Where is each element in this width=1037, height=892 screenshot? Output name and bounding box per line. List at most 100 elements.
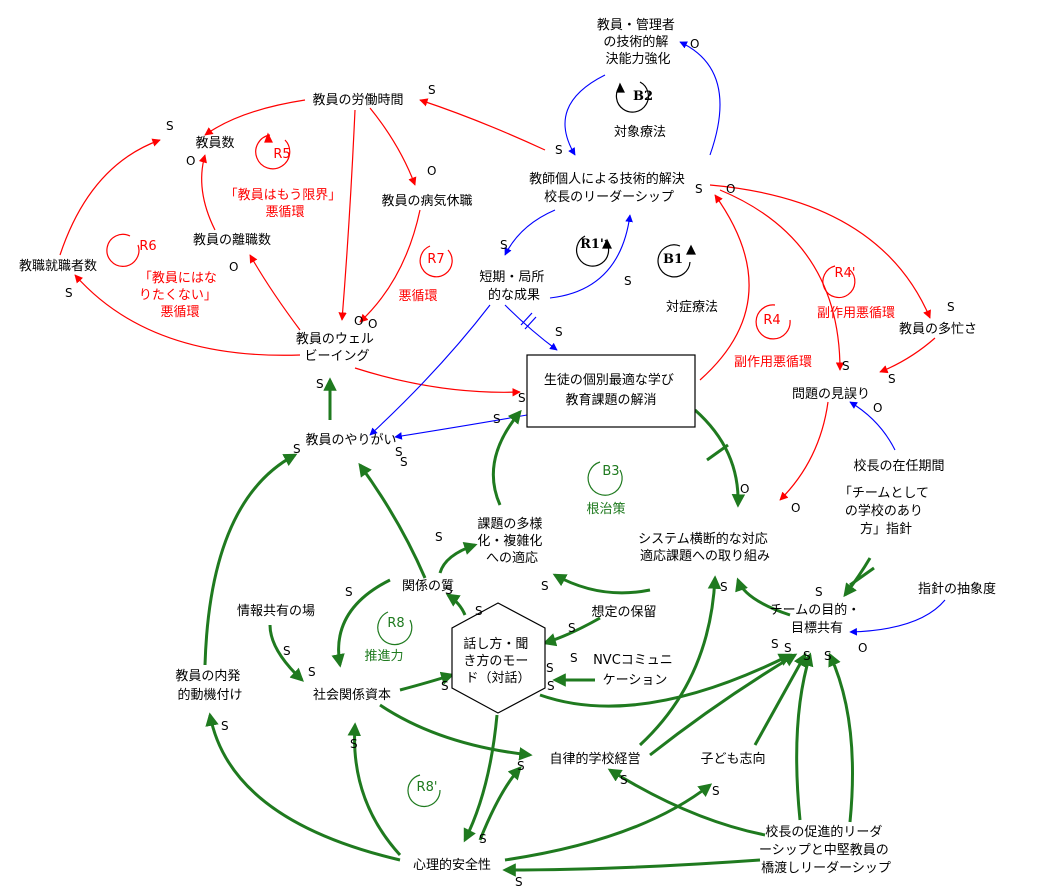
svg-text:S: S [771, 637, 779, 651]
loop-b3-name: 根治策 [586, 501, 625, 517]
link-individual-to-misjudge [719, 189, 845, 371]
svg-text:S: S [555, 325, 563, 339]
svg-text:S: S [345, 585, 353, 599]
loop-b2-name: 対象療法 [614, 125, 666, 140]
svg-text:S: S [293, 442, 301, 456]
loop-r7-id: R7 [427, 252, 444, 267]
link-hiring-to-count [59, 138, 161, 256]
svg-text:S: S [515, 875, 523, 889]
link-leadership-to-autonomous [607, 768, 766, 837]
link-main-to-system [694, 408, 746, 508]
svg-text:O: O [690, 37, 699, 51]
svg-text:S: S [815, 585, 823, 599]
link-psych-to-intrinsic [205, 712, 401, 862]
loop-b3-id: B3 [602, 464, 619, 479]
link-shortterm-to-fulfillment [369, 304, 491, 436]
link-individual-to-skill [679, 41, 721, 156]
node-main-issue: 生徒の個別最適な学び 教育課題の解消 [544, 372, 678, 408]
node-guideline-abstract: 指針の抽象度 [918, 581, 996, 597]
svg-text:S: S [720, 580, 728, 594]
link-tenure-to-misjudge [849, 401, 896, 451]
loop-r6-id: R6 [139, 239, 156, 254]
loop-r4p-name: 副作用悪循環 [817, 306, 895, 321]
link-leadership-to-teamgoal [795, 652, 814, 821]
node-diversity: 課題の多様 化・複雑化 への適応 [477, 516, 546, 566]
svg-text:S: S [445, 583, 453, 597]
link-wellbeing-to-turnover [249, 254, 301, 331]
node-system-response: システム横断的な対応 適応課題への取り組み [638, 531, 772, 564]
node-psych-safety: 心理的安全性 [413, 857, 491, 873]
loop-r4-id: R4 [763, 313, 780, 328]
node-labels: 教員の労働時間 教員数 教職就職者数 教員の離職数 教員の病気休職 教員のウェル… [19, 17, 996, 876]
svg-text:S: S [475, 604, 483, 618]
link-child-to-teamgoal [753, 652, 807, 746]
node-autonomous: 自律的学校経営 [549, 751, 640, 767]
svg-text:S: S [441, 679, 449, 693]
link-intrinsic-to-fulfillment [203, 453, 298, 666]
svg-text:O: O [427, 164, 436, 178]
link-autonomous-to-system [638, 575, 722, 747]
node-busyness: 教員の多忙さ [899, 321, 977, 337]
loop-b2-id: B2 [633, 89, 653, 104]
link-social-to-autonomous [379, 703, 533, 761]
node-intrinsic: 教員の内発 的動機付け [175, 668, 244, 703]
svg-text:S: S [888, 372, 896, 386]
link-skill-to-individual [564, 74, 606, 156]
link-misjudge-to-system [779, 401, 829, 501]
svg-text:S: S [624, 274, 632, 288]
loop-r7-name: 悪循環 [398, 289, 437, 304]
node-teacher-hours: 教員の労働時間 [312, 92, 403, 108]
node-relation-quality: 関係の質 [402, 579, 454, 594]
link-psych-to-autonomous [478, 766, 522, 841]
node-fulfillment: 教員のやりがい [305, 432, 396, 448]
svg-text:S: S [517, 759, 525, 773]
link-autonomous-to-teamgoal [649, 653, 798, 757]
link-main-to-fulfillment [394, 414, 528, 440]
main-issue-box [526, 354, 696, 428]
svg-text:O: O [229, 260, 238, 274]
link-wellbeing-to-main [354, 367, 521, 397]
svg-text:S: S [712, 784, 720, 798]
svg-text:S: S [842, 359, 850, 373]
link-system-to-diversity [552, 573, 651, 595]
link-abstract-to-teamgoal [849, 599, 946, 636]
svg-text:S: S [316, 377, 324, 391]
loop-b1-name: 対症療法 [666, 300, 718, 315]
link-teamschool-to-teamgoal [843, 557, 872, 598]
svg-text:O: O [791, 501, 800, 515]
node-team-goal: チームの目的・ 目標共有 [770, 602, 865, 636]
loop-r8-name: 推進力 [364, 649, 403, 664]
node-turnover: 教員の離職数 [193, 232, 271, 248]
loop-r6-name: 「教員にはな りたくない」 悪循環 [139, 270, 221, 320]
link-shortterm-to-main [504, 304, 558, 351]
link-turnover-to-count [198, 154, 216, 231]
svg-text:S: S [283, 644, 291, 658]
link-dialogue-to-teamgoal [539, 653, 793, 708]
link-teamgoal-to-system [735, 577, 791, 617]
node-social-capital: 社会関係資本 [313, 687, 391, 703]
node-hiring-count: 教職就職者数 [19, 258, 97, 274]
link-assumption-to-dialogue [542, 616, 601, 647]
svg-text:O: O [858, 641, 867, 655]
svg-text:S: S [518, 391, 526, 405]
node-sick-leave: 教員の病気休職 [381, 193, 472, 209]
link-hours-to-wellbeing [338, 109, 356, 321]
red-links [59, 98, 936, 501]
node-team-school: 「チームとして の学校のあり 方」指針 [839, 486, 933, 537]
node-misjudge: 問題の見誤り [792, 386, 870, 402]
link-relation-to-social [331, 578, 391, 668]
svg-text:S: S [428, 83, 436, 97]
dialogue-hexagon [451, 602, 546, 714]
svg-text:S: S [695, 182, 703, 196]
svg-text:O: O [873, 401, 882, 415]
link-relation-to-diversity [438, 542, 478, 574]
node-dialogue: 話し方・聞 き方のモー ド（対話） [463, 636, 532, 686]
svg-text:S: S [555, 143, 563, 157]
link-info-to-social [268, 624, 304, 682]
svg-text:S: S [541, 579, 549, 593]
svg-text:S: S [395, 445, 403, 459]
svg-text:S: S [947, 300, 955, 314]
link-wellbeing-to-hiring [74, 274, 301, 356]
svg-text:O: O [354, 314, 363, 328]
